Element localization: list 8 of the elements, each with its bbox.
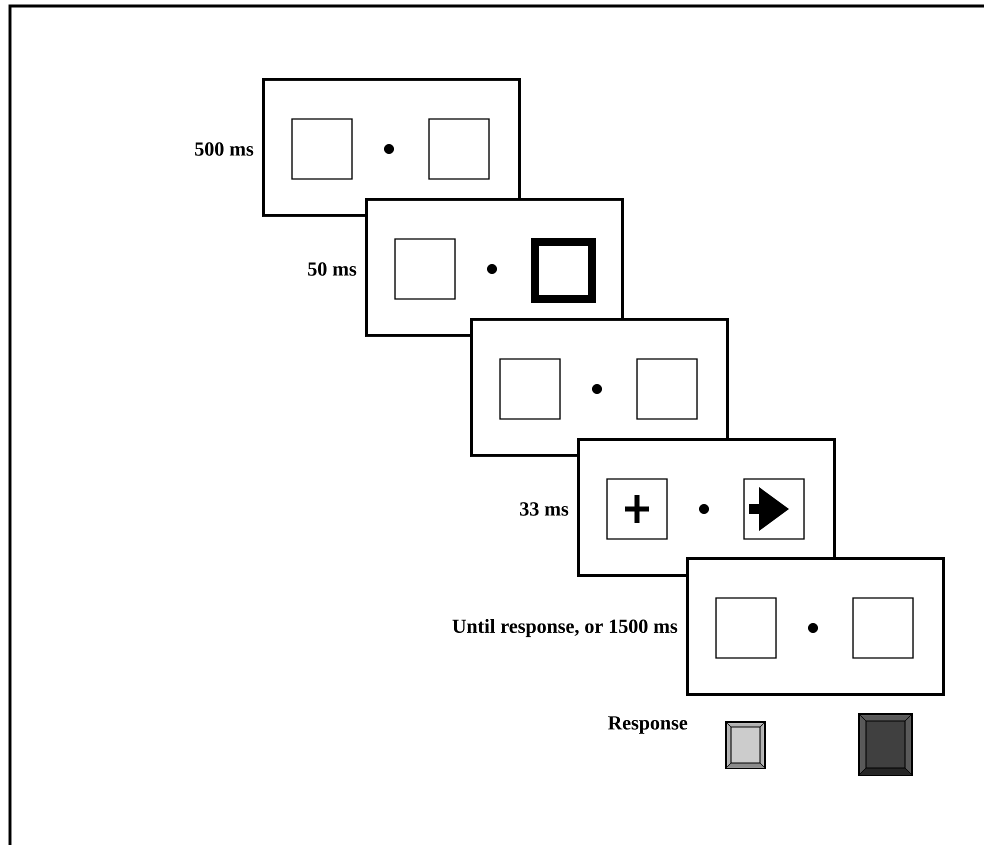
response-label: Response	[608, 716, 688, 734]
duration-label: 500 ms	[195, 142, 254, 156]
screen-frame	[686, 557, 945, 696]
screen-frame	[470, 318, 729, 457]
screen-frame	[262, 78, 521, 217]
duration-label: 50 ms	[308, 262, 356, 276]
duration-label: Until response, or 1500 ms	[452, 618, 678, 638]
duration-label: 33 ms	[520, 502, 568, 516]
